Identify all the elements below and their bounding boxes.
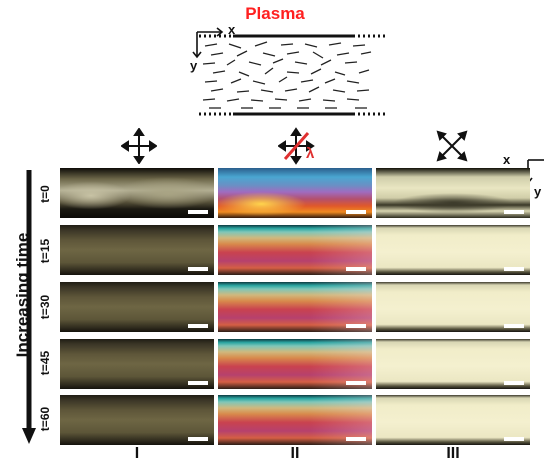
time-arrow (22, 170, 36, 444)
row-label-t15: t=15 (38, 238, 52, 264)
scale-bar (346, 267, 366, 271)
rotated-polarizers-icon (436, 130, 468, 162)
panel-y-label: y (534, 184, 542, 199)
scale-bar (346, 437, 366, 441)
schematic-axes (192, 27, 224, 59)
micrograph-II-t15 (218, 225, 372, 275)
scale-bar (504, 210, 524, 214)
column-label-I: I (134, 445, 140, 462)
column-label-II: II (290, 445, 300, 462)
scale-bar (346, 381, 366, 385)
scale-bar (188, 324, 208, 328)
micrograph-III-t0 (376, 168, 530, 218)
scale-bar (504, 381, 524, 385)
micrograph-I-t60 (60, 395, 214, 445)
crossed-polarizers-icon (121, 128, 157, 164)
scale-bar (504, 267, 524, 271)
column-label-III: III (446, 445, 460, 462)
row-label-t45: t=45 (38, 350, 52, 376)
panel-x-label: x (503, 152, 511, 167)
schematic-y-label: y (190, 58, 198, 73)
schematic-x-label: x (228, 22, 236, 37)
lambda-label: λ (306, 145, 315, 162)
micrograph-III-t60 (376, 395, 530, 445)
micrograph-II-t30 (218, 282, 372, 332)
increasing-time-label: Increasing time (13, 232, 32, 358)
lc-molecules (202, 41, 372, 109)
scale-bar (188, 437, 208, 441)
micrograph-III-t45 (376, 339, 530, 389)
scale-bar (504, 437, 524, 441)
scale-bar (188, 210, 208, 214)
row-label-t30: t=30 (38, 294, 52, 320)
scale-bar (346, 210, 366, 214)
micrograph-I-t0 (60, 168, 214, 218)
crossed-polarizers-lambda-plate-icon (278, 127, 315, 165)
row-label-t60: t=60 (38, 406, 52, 432)
row-label-t0: t=0 (38, 185, 52, 203)
micrograph-II-t0 (218, 168, 372, 218)
micrograph-II-t45 (218, 339, 372, 389)
scale-bar (504, 324, 524, 328)
micrograph-II-t60 (218, 395, 372, 445)
micrograph-I-t15 (60, 225, 214, 275)
lc-schematic (192, 27, 387, 116)
micrograph-III-t15 (376, 225, 530, 275)
figure-title: Plasma (245, 4, 305, 23)
scale-bar (188, 267, 208, 271)
micrograph-III-t30 (376, 282, 530, 332)
micrograph-I-t45 (60, 339, 214, 389)
scale-bar (188, 381, 208, 385)
micrograph-I-t30 (60, 282, 214, 332)
scale-bar (346, 324, 366, 328)
